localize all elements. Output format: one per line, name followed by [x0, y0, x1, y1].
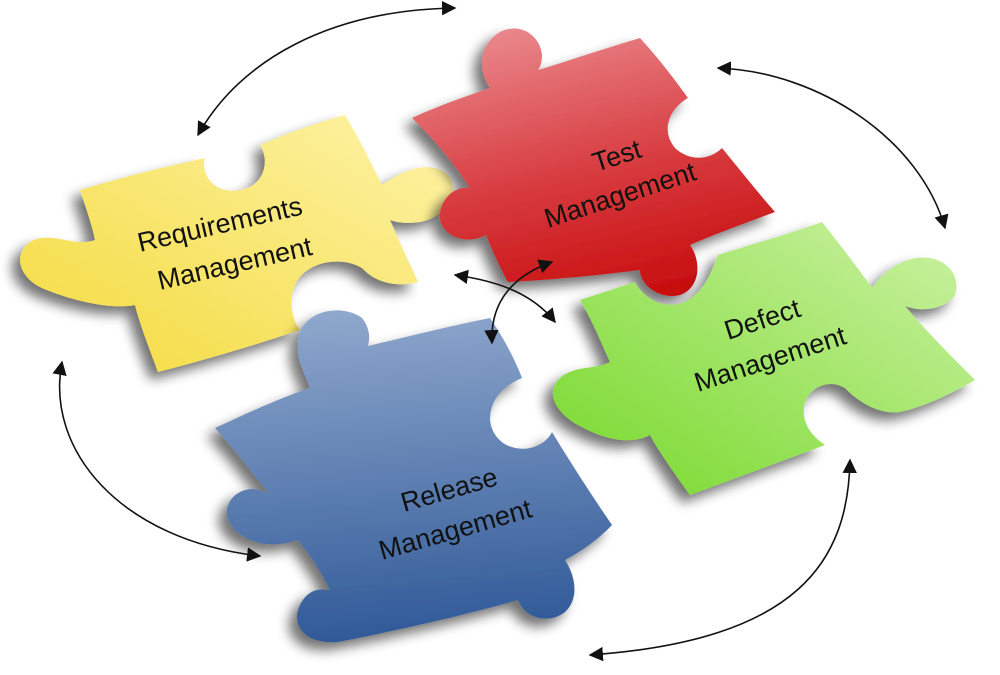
- puzzle-piece-requirements: Requirements Management: [20, 115, 454, 372]
- puzzle-piece-test: Test Management: [412, 28, 775, 296]
- arrow-requirements-defect: [453, 269, 556, 324]
- puzzle-piece-defect: Defect Management: [552, 222, 975, 495]
- puzzle-piece-release: Release Management: [215, 310, 612, 643]
- arrow-requirements-test: [197, 1, 457, 137]
- arrow-test-release: [484, 259, 554, 345]
- arrow-defect-release: [588, 458, 857, 662]
- arrow-release-requirements: [52, 360, 262, 562]
- arrow-test-defect: [716, 61, 949, 230]
- connection-arrows: [52, 1, 949, 662]
